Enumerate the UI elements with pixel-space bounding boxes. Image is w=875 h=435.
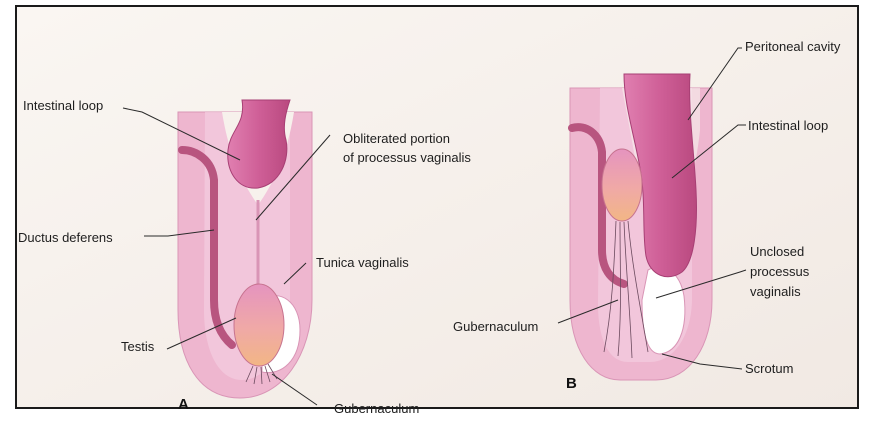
panel-a (178, 100, 312, 398)
panel-b-unclosed-processus (642, 267, 685, 354)
label-a-obliterated-line1: Obliterated portion (343, 131, 450, 146)
panel-b-letter: B (566, 375, 577, 392)
label-b-peritoneal-cavity: Peritoneal cavity (745, 39, 841, 54)
panel-a-letter: A (178, 396, 189, 413)
label-a-obliterated-line2: of processus vaginalis (343, 150, 471, 165)
label-b-unclosed-line1: Unclosed (750, 244, 804, 259)
label-b-scrotum: Scrotum (745, 361, 793, 376)
label-b-intestinal-loop: Intestinal loop (748, 118, 828, 133)
label-a-testis: Testis (121, 339, 155, 354)
label-b-gubernaculum: Gubernaculum (453, 319, 538, 334)
label-a-gubernaculum: Gubernaculum (334, 401, 419, 416)
label-a-intestinal-loop: Intestinal loop (23, 98, 103, 113)
label-a-ductus-deferens: Ductus deferens (18, 230, 113, 245)
label-b-unclosed-line2: processus (750, 264, 810, 279)
panel-b (570, 74, 712, 380)
panel-a-testis (234, 284, 284, 366)
label-b-unclosed-line3: vaginalis (750, 284, 801, 299)
label-a-tunica-vaginalis: Tunica vaginalis (316, 255, 409, 270)
panel-b-testis (602, 149, 642, 221)
